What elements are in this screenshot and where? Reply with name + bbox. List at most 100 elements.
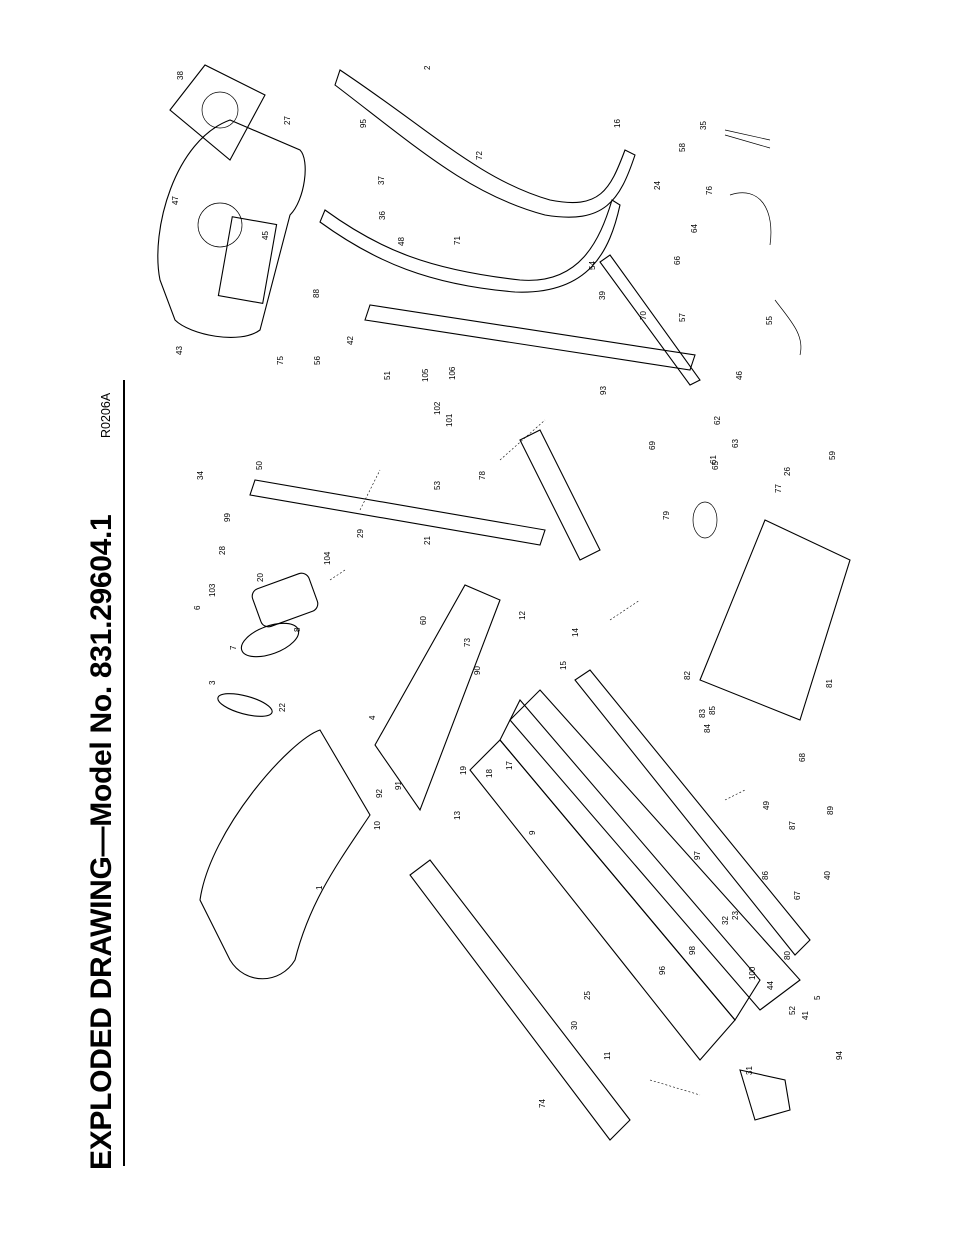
callout-92: 92 — [375, 789, 384, 798]
callout-44: 44 — [766, 981, 775, 990]
left-upright-part — [249, 479, 546, 546]
callout-73: 73 — [463, 638, 472, 647]
callout-96: 96 — [658, 966, 667, 975]
console-speaker — [197, 202, 243, 248]
callout-19: 19 — [459, 766, 468, 775]
callout-2: 2 — [423, 65, 432, 70]
callout-105: 105 — [421, 368, 430, 382]
callout-59: 59 — [828, 451, 837, 460]
callout-75: 75 — [276, 356, 285, 365]
callout-82: 82 — [683, 671, 692, 680]
callout-83: 83 — [698, 709, 707, 718]
callout-78: 78 — [478, 471, 487, 480]
callout-63: 63 — [731, 439, 740, 448]
callout-16: 16 — [613, 119, 622, 128]
callout-72: 72 — [475, 151, 484, 160]
callout-102: 102 — [433, 401, 442, 415]
callout-90: 90 — [473, 666, 482, 675]
callout-66: 66 — [673, 256, 682, 265]
callout-15: 15 — [559, 661, 568, 670]
callout-39: 39 — [598, 291, 607, 300]
callout-7: 7 — [229, 645, 238, 650]
callout-76: 76 — [705, 186, 714, 195]
parts-artwork — [157, 64, 851, 1141]
flywheel-part — [240, 622, 300, 658]
right-side-rail-part — [574, 669, 811, 956]
platform-frame-part — [509, 689, 801, 1011]
callout-28: 28 — [218, 546, 227, 555]
callout-60: 60 — [419, 616, 428, 625]
callout-3: 3 — [208, 680, 217, 685]
callout-labels: 1234567891011121314151617181920212223242… — [171, 65, 844, 1108]
motor-belt-part — [217, 693, 273, 717]
callout-1: 1 — [315, 885, 324, 890]
console-part — [157, 119, 306, 338]
callout-11: 11 — [603, 1051, 612, 1060]
upright-crossbar-part — [599, 254, 701, 386]
callout-85: 85 — [708, 706, 717, 715]
callout-101: 101 — [445, 413, 454, 427]
callout-67: 67 — [793, 891, 802, 900]
callout-103: 103 — [208, 583, 217, 597]
callout-104: 104 — [323, 551, 332, 565]
callout-31: 31 — [745, 1066, 754, 1075]
callout-32: 32 — [721, 916, 730, 925]
callout-21: 21 — [423, 536, 432, 545]
leader-lines — [329, 419, 746, 1096]
callout-29: 29 — [356, 529, 365, 538]
callout-5: 5 — [813, 995, 822, 1000]
callout-80: 80 — [783, 951, 792, 960]
frame-part — [374, 584, 501, 812]
callout-41: 41 — [801, 1011, 810, 1020]
callout-70: 70 — [639, 311, 648, 320]
upright-base-part — [519, 429, 601, 561]
callout-106: 106 — [448, 366, 457, 380]
callout-64: 64 — [690, 224, 699, 233]
callout-95: 95 — [359, 119, 368, 128]
callout-27: 27 — [283, 116, 292, 125]
callout-49: 49 — [762, 801, 771, 810]
callout-42: 42 — [346, 336, 355, 345]
callout-36: 36 — [378, 211, 387, 220]
callout-4: 4 — [368, 715, 377, 720]
callout-51: 51 — [383, 371, 392, 380]
left-side-rail-part — [409, 859, 631, 1141]
callout-100: 100 — [748, 966, 757, 980]
callout-50: 50 — [255, 461, 264, 470]
callout-23: 23 — [731, 911, 740, 920]
callout-35: 35 — [699, 121, 708, 130]
handrail-part — [334, 69, 636, 218]
callout-24: 24 — [653, 181, 662, 190]
controller-part — [699, 519, 851, 721]
callout-22: 22 — [278, 703, 287, 712]
cable-55-part — [774, 299, 802, 356]
callout-71: 71 — [453, 236, 462, 245]
callout-14: 14 — [571, 628, 580, 637]
callout-65: 65 — [711, 461, 720, 470]
motor-part — [251, 572, 319, 628]
callout-54: 54 — [588, 261, 597, 270]
callout-98: 98 — [688, 946, 697, 955]
callout-40: 40 — [823, 871, 832, 880]
callout-48: 48 — [397, 237, 406, 246]
callout-37: 37 — [377, 176, 386, 185]
callout-74: 74 — [538, 1099, 547, 1108]
console-display — [217, 216, 278, 305]
callout-12: 12 — [518, 611, 527, 620]
callout-89: 89 — [826, 806, 835, 815]
callout-43: 43 — [175, 346, 184, 355]
callout-13: 13 — [453, 811, 462, 820]
callout-45: 45 — [261, 231, 270, 240]
callout-87: 87 — [788, 821, 797, 830]
callout-56: 56 — [313, 356, 322, 365]
speaker-grill-circle — [201, 91, 239, 129]
cable-35-part — [724, 129, 771, 149]
callout-94: 94 — [835, 1051, 844, 1060]
callout-17: 17 — [505, 761, 514, 770]
cable-76-part — [729, 192, 772, 246]
right-upright-part — [364, 304, 696, 371]
callout-79: 79 — [662, 511, 671, 520]
callout-9: 9 — [528, 830, 537, 835]
callout-34: 34 — [196, 471, 205, 480]
